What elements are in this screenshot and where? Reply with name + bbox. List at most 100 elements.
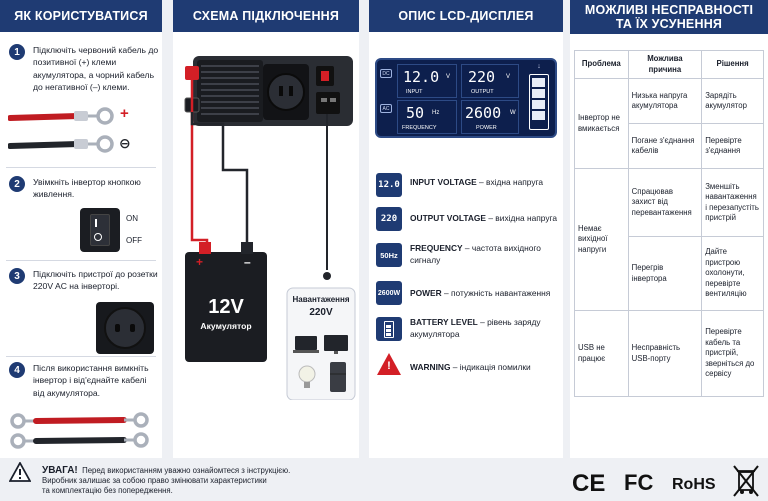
troubleshooting-column: МОЖЛИВІ НЕСПРАВНОСТІ ТА ЇХ УСУНЕННЯ Проб… bbox=[570, 0, 768, 458]
power-icon: 2600W bbox=[376, 281, 402, 305]
legend-desc: – частота вихідного сигналу bbox=[410, 243, 541, 265]
table-row: Перегрів інвертора Дайте пристрою охолон… bbox=[575, 236, 764, 311]
lcd-description-title: ОПИС LCD-ДИСПЛЕЯ bbox=[369, 0, 563, 32]
warning-triangle-icon bbox=[9, 462, 31, 482]
header-cause: Можлива причина bbox=[627, 50, 703, 79]
table-header-row: Проблема Можлива причина Рішення bbox=[574, 50, 764, 79]
legend-output-voltage: 220 OUTPUT VOLTAGE – вихідна напруга bbox=[376, 204, 560, 236]
battery-minus: – bbox=[244, 255, 251, 269]
cause-cell: Спрацював захист від перевантаження bbox=[627, 168, 703, 237]
battery-body bbox=[185, 252, 267, 362]
dc-tag: DC bbox=[380, 69, 392, 78]
divider bbox=[6, 260, 156, 261]
lcd-frequency-unit: Hz bbox=[432, 110, 440, 116]
connection-diagram-column: СХЕМА ПІДКЛЮЧЕННЯ bbox=[173, 0, 359, 458]
title-line-2: ТА ЇХ УСУНЕННЯ bbox=[615, 17, 723, 31]
legend-warning: ! WARNING – індикація помилки bbox=[376, 352, 560, 384]
lcd-frequency-cell: 50 Hz FREQUENCY bbox=[397, 100, 457, 134]
step-text: Підключіть червоний кабель до позитивної… bbox=[33, 45, 159, 93]
legend-input-voltage: 12.0 INPUT VOLTAGE – вхідна напруга bbox=[376, 170, 560, 202]
step-text: Підключіть пристрої до розетки 220V AC н… bbox=[33, 269, 158, 292]
charge-arrow-icon: ↓ bbox=[537, 63, 541, 70]
rohs-mark: RoHS bbox=[672, 476, 716, 493]
troubleshooting-title: МОЖЛИВІ НЕСПРАВНОСТІ ТА ЇХ УСУНЕННЯ bbox=[570, 0, 768, 34]
frequency-icon: 50Hz bbox=[376, 243, 402, 267]
switch-on-label: ON bbox=[126, 214, 138, 223]
lcd-power-unit: W bbox=[510, 110, 516, 116]
battery-voltage: 12V bbox=[208, 296, 244, 318]
battery-level-icon bbox=[376, 317, 402, 341]
legend-desc: – рівень заряду акумулятора bbox=[410, 317, 541, 339]
legend-power: 2600W POWER – потужність навантаження bbox=[376, 278, 560, 310]
step-number: 3 bbox=[9, 268, 25, 284]
solution-cell: Перевірте кабель та пристрій, зверніться… bbox=[701, 310, 764, 397]
cause-cell: Погане з'єднання кабелів bbox=[627, 123, 703, 169]
solution-cell: Перевірте з'єднання bbox=[701, 123, 764, 169]
troubleshooting-table: Проблема Можлива причина Рішення Інверто… bbox=[574, 50, 764, 397]
warning-text: УВАГА! Перед використанням уважно ознайо… bbox=[42, 466, 342, 496]
lcd-output-cell: 220 V OUTPUT bbox=[461, 64, 519, 98]
title-line-1: МОЖЛИВІ НЕСПРАВНОСТІ bbox=[584, 3, 754, 17]
table-row: Немає вихідної напруги Спрацював захист … bbox=[574, 168, 764, 311]
step-text: Після використання вимкніть інвертор і в… bbox=[33, 363, 149, 398]
plus-sign: + bbox=[120, 105, 129, 122]
step-text: Увімкніть інвертор кнопкою живлення. bbox=[33, 177, 141, 200]
step-number: 1 bbox=[9, 44, 25, 60]
connection-diagram-title: СХЕМА ПІДКЛЮЧЕННЯ bbox=[173, 0, 359, 32]
table-row: Інвертор не вмикається Низька напруга ак… bbox=[574, 78, 764, 169]
problem-cell: USB не працює bbox=[574, 310, 629, 397]
lcd-output-unit: V bbox=[506, 74, 511, 80]
legend-key: BATTERY LEVEL bbox=[410, 317, 478, 327]
lcd-frequency-value: 50 bbox=[406, 104, 425, 122]
load-devices-icon bbox=[293, 335, 348, 392]
lcd-input-label: INPUT bbox=[406, 89, 423, 95]
legend-battery-level: BATTERY LEVEL – рівень заряду акумулятор… bbox=[376, 314, 560, 346]
socket-icon bbox=[96, 302, 154, 354]
ce-mark: CE bbox=[572, 470, 606, 497]
power-switch-icon bbox=[80, 208, 120, 252]
step-1: 1 Підключіть червоний кабель до позитивн… bbox=[0, 42, 162, 162]
cause-cell: Несправність USB-порту bbox=[627, 310, 703, 397]
solution-cell: Зарядіть акумулятор bbox=[701, 78, 764, 124]
legend-key: POWER bbox=[410, 288, 442, 298]
lcd-input-unit: V bbox=[446, 74, 451, 80]
legend-desc: – індикація помилки bbox=[450, 362, 531, 372]
battery-cables-icon bbox=[8, 107, 114, 153]
cause-cell: Перегрів інвертора bbox=[627, 236, 703, 311]
minus-sign: ⊖ bbox=[119, 135, 131, 151]
legend-desc: – вихідна напруга bbox=[486, 213, 558, 223]
legend-frequency: 50Hz FREQUENCY – частота вихідного сигна… bbox=[376, 240, 560, 272]
table-row: Погане з'єднання кабелів Перевірте з'єдн… bbox=[575, 123, 764, 169]
legend-key: WARNING bbox=[410, 362, 451, 372]
divider bbox=[6, 167, 156, 168]
ac-tag: AC bbox=[380, 104, 392, 113]
step-number: 4 bbox=[9, 362, 25, 378]
cause-cell: Низька напруга акумулятора bbox=[627, 78, 703, 124]
divider bbox=[6, 356, 156, 357]
output-voltage-icon: 220 bbox=[376, 207, 402, 231]
warning-line-1: Перед використанням уважно ознайомтеся з… bbox=[82, 466, 291, 475]
warning-line-3: та комплектацію без попередження. bbox=[42, 486, 173, 495]
problem-cell: Інвертор не вмикається bbox=[574, 78, 629, 169]
lcd-output-label: OUTPUT bbox=[471, 89, 494, 95]
switch-off-label: OFF bbox=[126, 236, 142, 245]
legend-key: FREQUENCY bbox=[410, 243, 463, 253]
header-problem: Проблема bbox=[574, 50, 629, 79]
solution-cell: Зменшіть навантаження і перезапустіть пр… bbox=[701, 168, 764, 237]
lcd-output-value: 220 bbox=[468, 68, 496, 86]
how-to-use-title: ЯК КОРИСТУВАТИСЯ bbox=[0, 0, 162, 32]
step-4: 4 Після використання вимкніть інвертор і… bbox=[0, 362, 162, 456]
how-to-use-column: ЯК КОРИСТУВАТИСЯ 1 Підключіть червоний к… bbox=[0, 0, 162, 458]
problem-cell: Немає вихідної напруги bbox=[574, 168, 629, 311]
step-number: 2 bbox=[9, 176, 25, 192]
solution-cell: Дайте пристрою охолонути, перевірте вент… bbox=[701, 236, 764, 311]
lcd-power-cell: 2600 W POWER bbox=[461, 100, 519, 134]
lcd-description-column: ОПИС LCD-ДИСПЛЕЯ DC AC 12.0 V INPUT 220 … bbox=[369, 0, 563, 458]
header-solution: Рішення bbox=[701, 50, 764, 79]
warning-title: УВАГА! bbox=[42, 465, 78, 476]
input-voltage-icon: 12.0 bbox=[376, 173, 402, 197]
lcd-power-value: 2600 bbox=[465, 104, 502, 122]
lcd-input-cell: 12.0 V INPUT bbox=[397, 64, 457, 98]
step-3: 3 Підключіть пристрої до розетки 220V AC… bbox=[0, 268, 162, 356]
